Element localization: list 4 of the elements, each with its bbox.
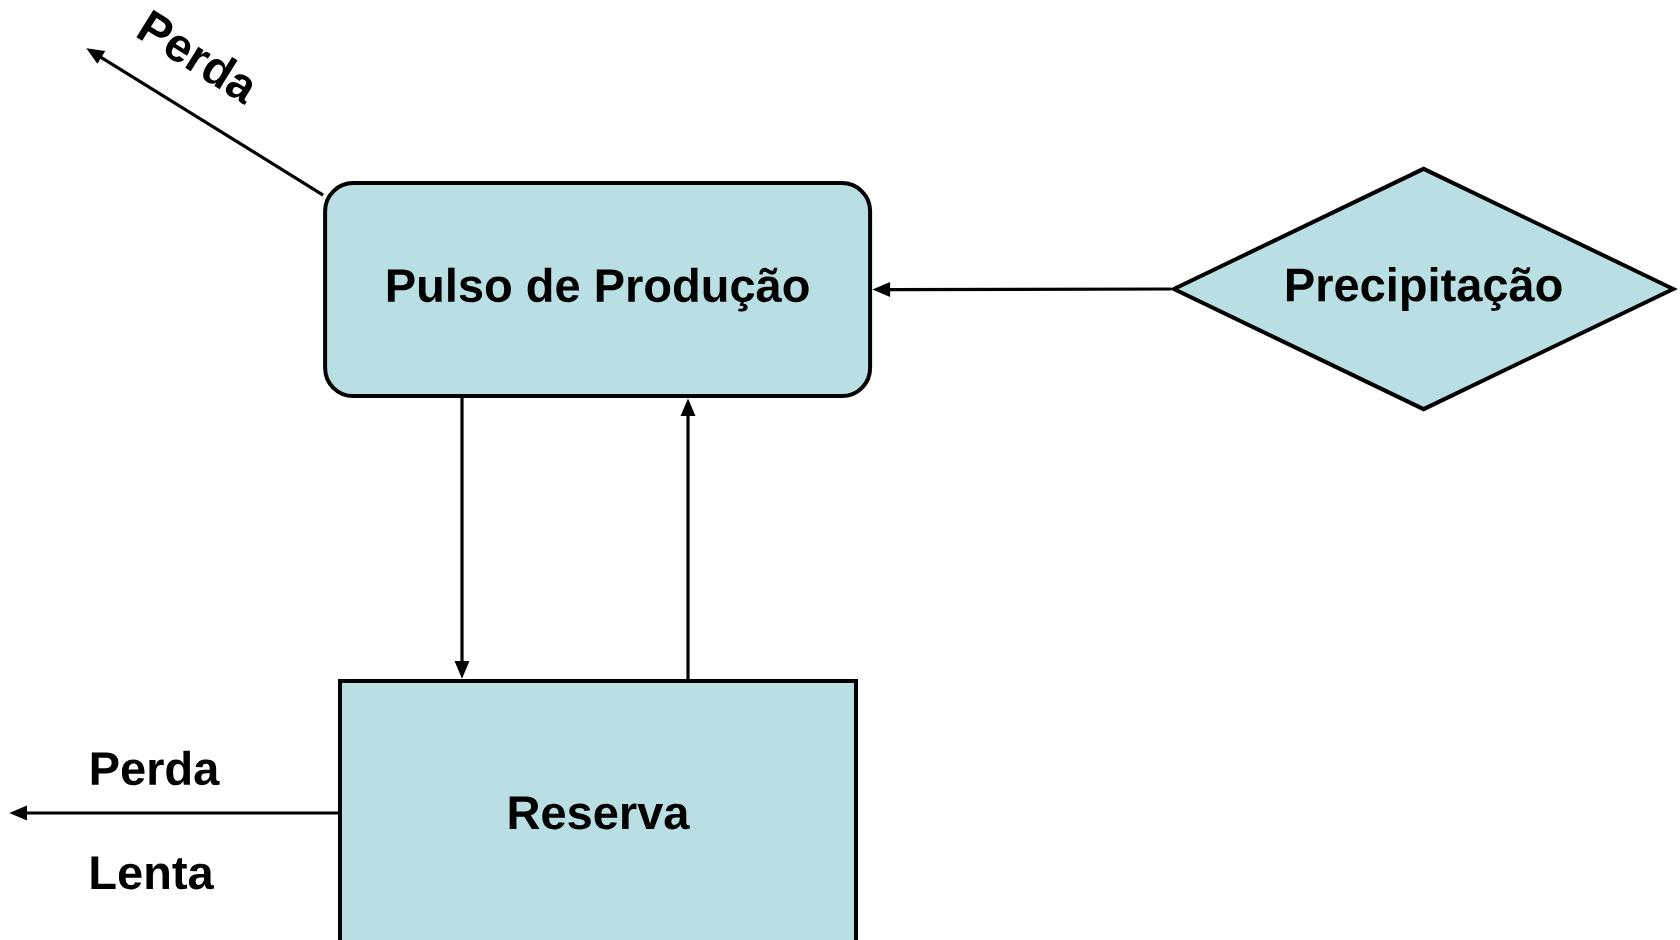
edge-label: Perda [91,750,220,786]
process-box: Pulso de Produção [323,181,873,399]
storage-box: Reserva [338,679,858,940]
label: Lenta [91,856,214,890]
